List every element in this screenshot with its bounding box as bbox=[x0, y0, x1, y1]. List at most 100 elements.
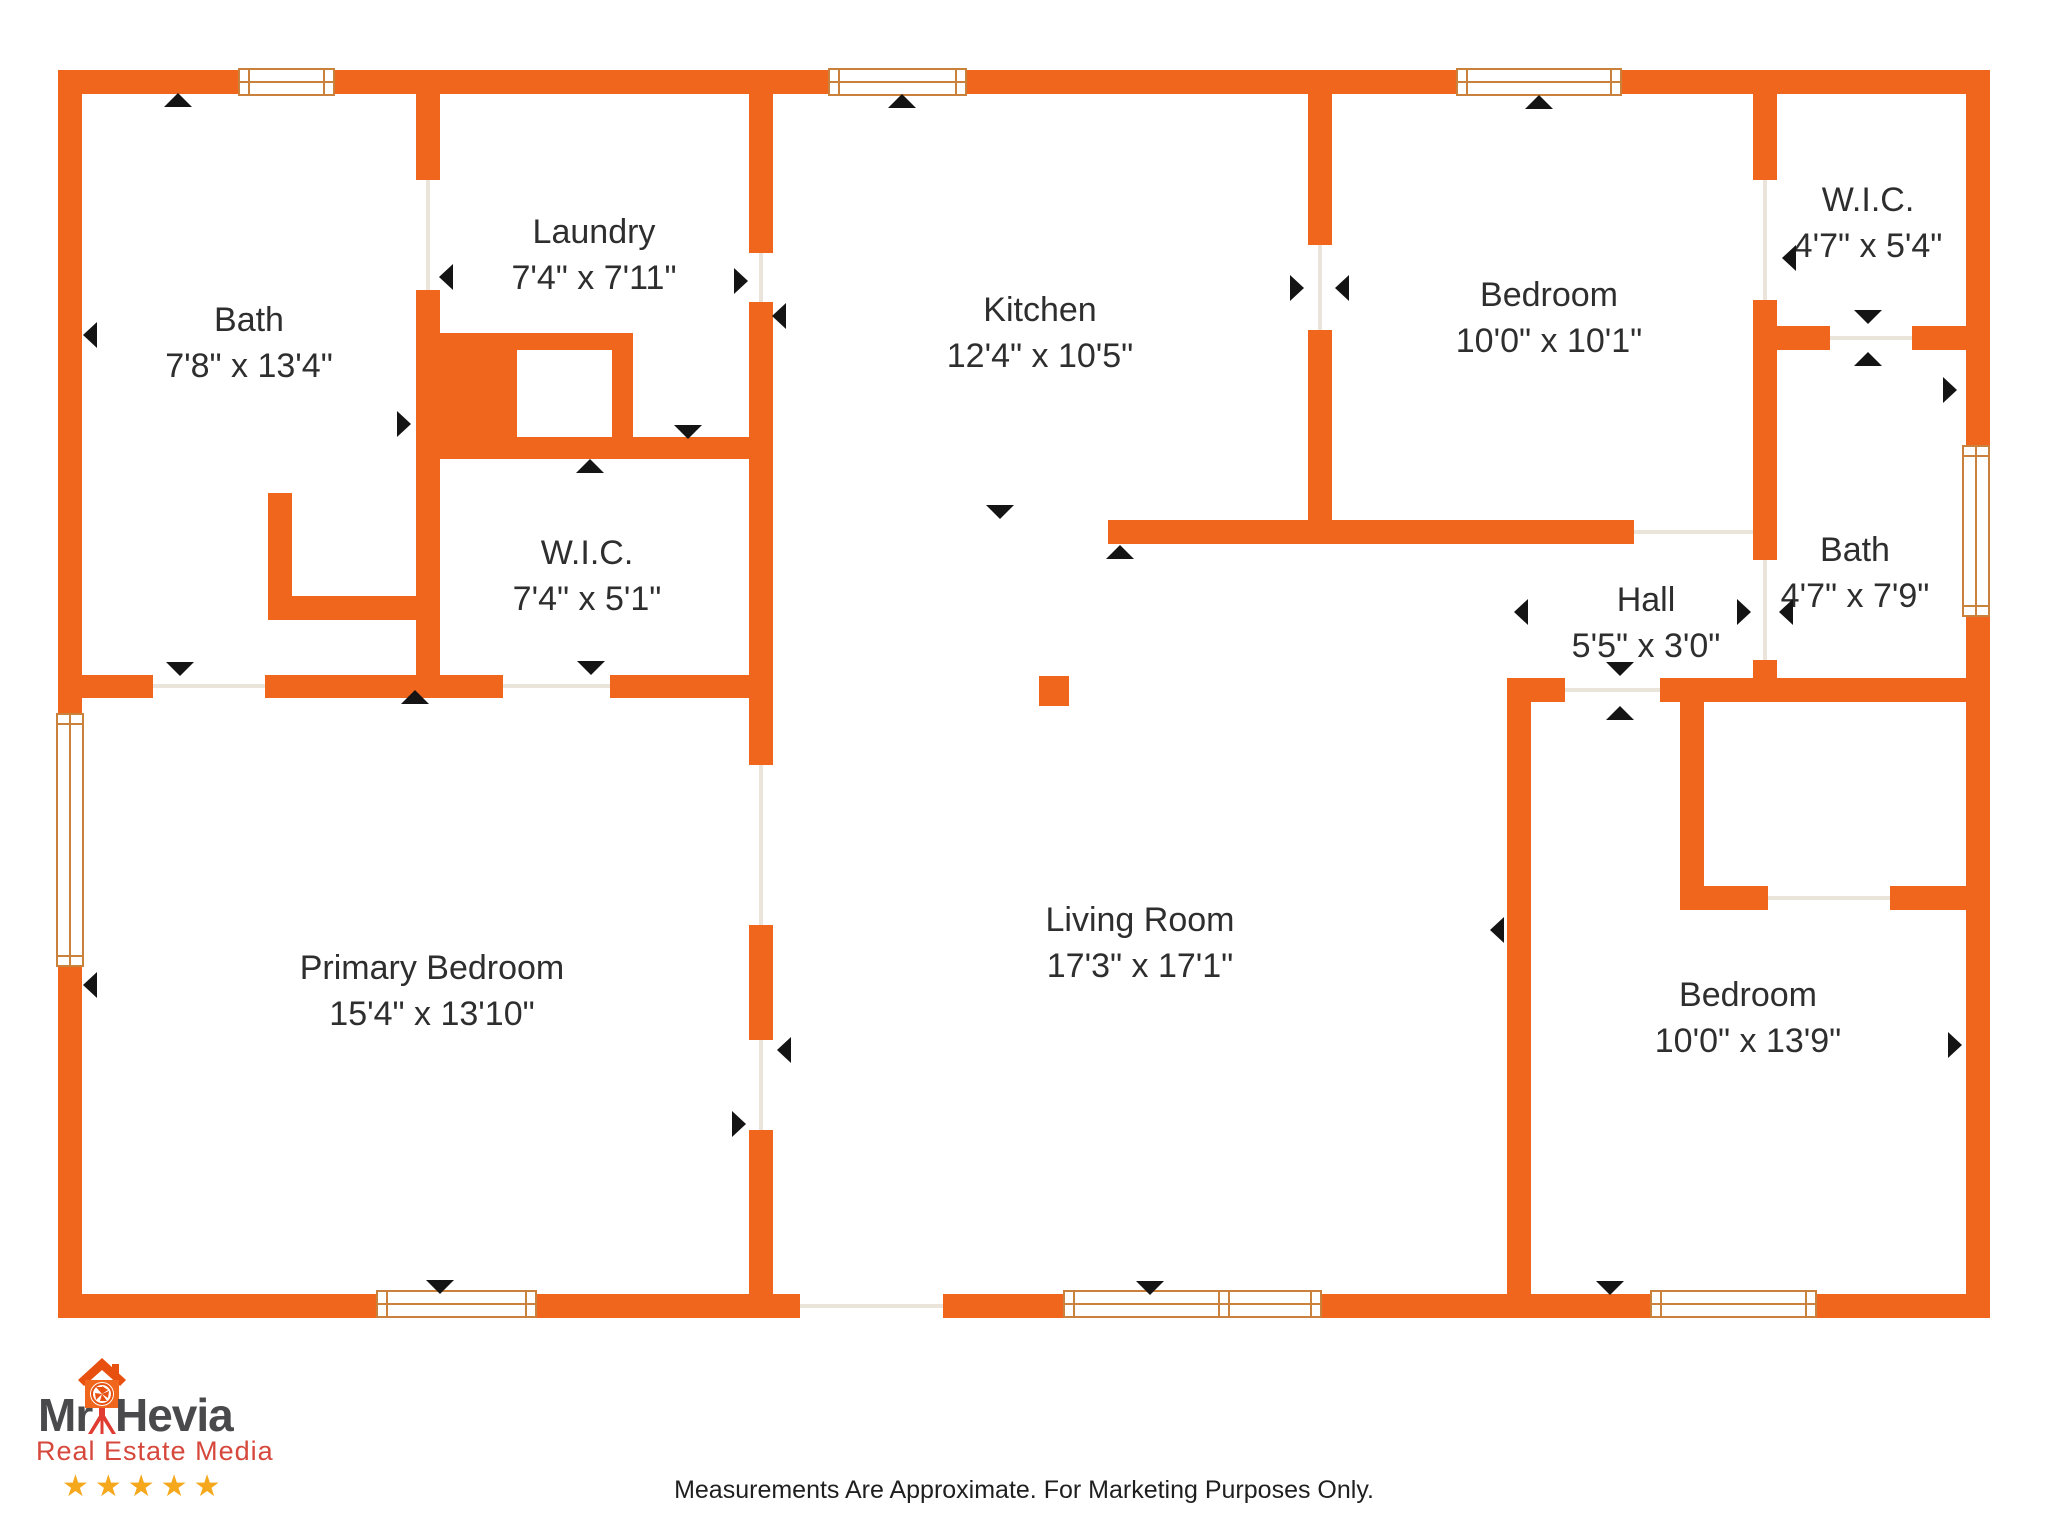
window-line bbox=[1310, 1292, 1312, 1316]
wall-segment bbox=[749, 1130, 773, 1294]
room-name: Bath bbox=[214, 301, 284, 339]
room-dims: 12'4" x 10'5" bbox=[946, 337, 1134, 375]
room-label-laundry: Laundry 7'4" x 7'11" bbox=[511, 209, 676, 301]
room-name: Bedroom bbox=[1480, 276, 1618, 314]
door-opening-threshold bbox=[800, 1304, 943, 1308]
room-label-hall: Hall 5'5" x 3'0" bbox=[1572, 577, 1721, 669]
door-swing-arrow-left bbox=[439, 264, 453, 290]
wall-segment bbox=[965, 70, 1458, 94]
wall-segment bbox=[1308, 94, 1332, 245]
door-opening-threshold bbox=[1634, 530, 1753, 534]
wall-segment bbox=[1966, 70, 1990, 447]
room-label-bedroom-top: Bedroom 10'0" x 10'1" bbox=[1456, 272, 1642, 364]
door-swing-arrow-right bbox=[1290, 275, 1304, 301]
door-swing-arrow-up bbox=[576, 459, 604, 473]
door-swing-arrow-right bbox=[734, 268, 748, 294]
door-swing-arrow-right bbox=[1943, 377, 1957, 403]
window-line bbox=[378, 1303, 535, 1305]
window-line bbox=[1065, 1303, 1320, 1305]
window bbox=[1456, 68, 1622, 96]
window bbox=[828, 68, 967, 96]
door-swing-arrow-down bbox=[674, 425, 702, 439]
wall-segment bbox=[1777, 326, 1830, 350]
door-opening-threshold bbox=[153, 684, 265, 688]
wall-segment bbox=[1680, 702, 1704, 910]
logo-subtitle: Real Estate Media bbox=[36, 1436, 274, 1466]
window bbox=[56, 713, 84, 967]
window-line bbox=[955, 70, 957, 94]
logo: Mr Hevia Real Estate Media ★★★★★ bbox=[36, 1356, 296, 1504]
room-name: Primary Bedroom bbox=[299, 949, 565, 987]
wall-segment bbox=[1660, 678, 1990, 702]
door-swing-arrow-down bbox=[426, 1280, 454, 1294]
door-swing-arrow-right bbox=[1737, 599, 1751, 625]
room-dims: 10'0" x 10'1" bbox=[1455, 322, 1643, 360]
door-swing-arrow-up bbox=[164, 93, 192, 107]
wall-segment bbox=[1108, 520, 1634, 544]
room-dims: 4'7" x 5'4" bbox=[1793, 227, 1943, 265]
room-name: Kitchen bbox=[983, 291, 1097, 329]
room-label-wic-left: W.I.C. 7'4" x 5'1" bbox=[513, 530, 662, 622]
door-swing-arrow-down bbox=[1596, 1281, 1624, 1295]
window-line bbox=[1073, 1292, 1075, 1316]
wall-segment bbox=[1308, 330, 1332, 544]
door-swing-arrow-down bbox=[166, 662, 194, 676]
window bbox=[376, 1290, 537, 1318]
wall-segment bbox=[58, 70, 82, 715]
door-swing-arrow-left bbox=[83, 322, 97, 348]
window-line bbox=[1458, 81, 1620, 83]
room-dims: 5'5" x 3'0" bbox=[1571, 627, 1721, 665]
room-label-bath-main: Bath 7'8" x 13'4" bbox=[165, 297, 333, 389]
window-line bbox=[248, 70, 250, 94]
door-swing-arrow-left bbox=[1779, 599, 1793, 625]
wall-segment bbox=[1966, 615, 1990, 1318]
door-swing-arrow-down bbox=[1606, 662, 1634, 676]
wall-segment bbox=[1680, 886, 1768, 910]
room-dims: 17'3" x 17'1" bbox=[1046, 947, 1234, 985]
door-swing-arrow-up bbox=[1106, 545, 1134, 559]
laundry-fixture-niche bbox=[517, 350, 612, 437]
window-line bbox=[1964, 605, 1988, 607]
door-swing-arrow-left bbox=[1490, 917, 1504, 943]
wall-segment bbox=[58, 70, 240, 94]
wall-segment bbox=[1507, 678, 1531, 1294]
room-dims: 4'7" x 7'9" bbox=[1780, 577, 1930, 615]
door-swing-arrow-down bbox=[1136, 1281, 1164, 1295]
window-line bbox=[838, 70, 840, 94]
room-dims: 10'0" x 13'9" bbox=[1654, 1022, 1842, 1060]
door-opening-threshold bbox=[1763, 180, 1767, 300]
door-swing-arrow-left bbox=[1335, 275, 1349, 301]
door-opening-threshold bbox=[759, 765, 763, 925]
door-swing-arrow-up bbox=[888, 94, 916, 108]
room-label-living-room: Living Room 17'3" x 17'1" bbox=[1046, 897, 1235, 989]
window-line bbox=[1466, 70, 1468, 94]
door-opening-threshold bbox=[503, 684, 610, 688]
room-label-kitchen: Kitchen 12'4" x 10'5" bbox=[947, 287, 1133, 379]
door-swing-arrow-down bbox=[1854, 310, 1882, 324]
room-label-bedroom-bottom: Bedroom 10'0" x 13'9" bbox=[1655, 972, 1841, 1064]
door-swing-arrow-up bbox=[1525, 95, 1553, 109]
logo-five-stars: ★★★★★ bbox=[62, 1470, 227, 1503]
room-name: Hall bbox=[1616, 581, 1676, 619]
window-line bbox=[1660, 1292, 1662, 1316]
window-line bbox=[1228, 1292, 1230, 1316]
logo-house-camera-icon bbox=[78, 1358, 126, 1434]
window-line bbox=[386, 1292, 388, 1316]
window bbox=[238, 68, 335, 96]
door-opening-threshold bbox=[426, 180, 430, 290]
window-line bbox=[1964, 455, 1988, 457]
room-dims: 7'8" x 13'4" bbox=[165, 347, 333, 385]
window-line bbox=[323, 70, 325, 94]
room-label-bath-right: Bath 4'7" x 7'9" bbox=[1781, 527, 1930, 619]
wall-segment bbox=[610, 675, 773, 698]
structural-post bbox=[1039, 676, 1069, 706]
door-opening-threshold bbox=[759, 1040, 763, 1130]
door-swing-arrow-up bbox=[1606, 706, 1634, 720]
window bbox=[1063, 1290, 1322, 1318]
disclaimer-text: Measurements Are Approximate. For Market… bbox=[674, 1476, 1374, 1504]
room-dims: 15'4" x 13'10" bbox=[329, 995, 535, 1033]
room-name: Bedroom bbox=[1679, 976, 1817, 1014]
window-line bbox=[58, 955, 82, 957]
room-name: Laundry bbox=[532, 213, 656, 251]
